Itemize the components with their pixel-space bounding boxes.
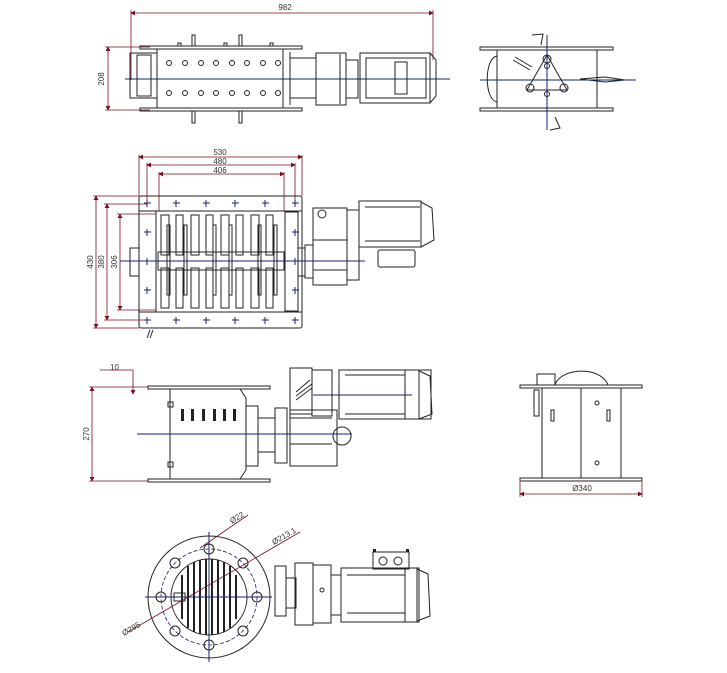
dim-plate-depth: 430 <box>86 255 95 269</box>
dim-plate-thickness: 10 <box>110 363 119 372</box>
dim-bolt-pitch-width: 480 <box>213 157 227 166</box>
dim-plate-width: 530 <box>213 148 227 157</box>
plan-view: 530 480 406 430 380 306 <box>86 148 435 339</box>
top-view: 982 208 <box>97 3 450 124</box>
dim-inner-depth: 306 <box>110 255 119 269</box>
cutter-blades <box>157 214 285 309</box>
bottom-view: Ø22 Ø213.1 Ø295 <box>121 510 431 662</box>
dim-body-height: 270 <box>82 427 91 441</box>
dim-overall-length: 982 <box>278 3 292 12</box>
dim-bolt-hole-diameter: Ø22 <box>228 510 246 526</box>
dim-flange-diameter-side: Ø340 <box>572 484 592 493</box>
front-view: 10 270 <box>82 363 433 483</box>
dim-flange-diameter: Ø295 <box>121 620 143 638</box>
end-view-top <box>479 33 636 131</box>
dim-bolt-pitch-depth: 380 <box>97 255 106 269</box>
dim-bolt-circle-diameter: Ø213.1 <box>271 526 299 547</box>
side-view: Ø340 <box>519 370 643 497</box>
dim-top-height: 208 <box>97 72 106 86</box>
dim-inner-width: 406 <box>213 166 227 175</box>
